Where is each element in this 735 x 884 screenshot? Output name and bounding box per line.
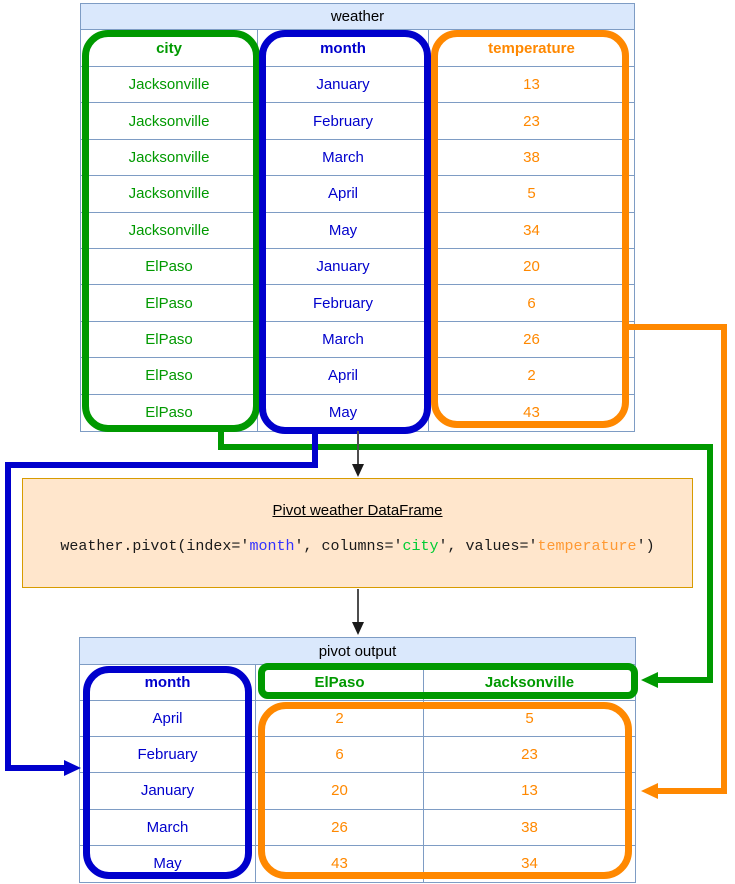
table-cell: 43 (256, 845, 424, 882)
table-cell: 20 (256, 773, 424, 810)
gray-output-arrowhead-icon (352, 622, 364, 635)
table-cell: 5 (429, 176, 634, 213)
pivot-output-table-title: pivot output (80, 638, 635, 665)
table-cell: 2 (429, 358, 634, 395)
table-cell: March (80, 809, 256, 846)
table-cell: March (258, 139, 429, 177)
table-cell: 34 (429, 212, 634, 249)
gray-input-arrowhead-icon (352, 464, 364, 477)
column-header-month: month (80, 665, 256, 701)
code-segment: temperature (537, 538, 637, 555)
column-header-elpaso: ElPaso (256, 665, 424, 701)
table-cell: Jacksonville (81, 139, 258, 177)
code-segment: ') (636, 538, 655, 555)
table-cell: 13 (429, 67, 634, 104)
code-segment: month (249, 538, 295, 555)
table-cell: Jacksonville (81, 176, 258, 213)
table-cell: January (258, 248, 429, 286)
orange-arrowhead-icon (641, 783, 658, 799)
table-cell: 20 (429, 248, 634, 286)
table-cell: April (258, 176, 429, 213)
table-cell: 43 (429, 394, 634, 431)
column-header-temperature: temperature (429, 30, 634, 67)
pivot-code-title: Pivot weather DataFrame (272, 502, 443, 519)
table-cell: 23 (429, 103, 634, 140)
table-cell: ElPaso (81, 321, 258, 359)
table-cell: 38 (424, 809, 635, 846)
table-cell: April (80, 701, 256, 738)
table-cell: 13 (424, 773, 635, 810)
table-cell: 5 (424, 701, 635, 738)
table-cell: January (80, 773, 256, 810)
weather-table-title: weather (81, 4, 634, 30)
table-cell: 2 (256, 701, 424, 738)
column-header-city: city (81, 30, 258, 67)
code-segment: weather.pivot(index=' (60, 538, 250, 555)
pivot-code: weather.pivot(index='month', columns='ci… (23, 538, 692, 555)
table-cell: May (80, 845, 256, 882)
table-cell: ElPaso (81, 285, 258, 322)
table-to-code-connector (352, 431, 364, 477)
table-cell: February (258, 285, 429, 322)
table-cell: 23 (424, 737, 635, 774)
table-cell: 34 (424, 845, 635, 882)
table-cell: 26 (256, 809, 424, 846)
column-header-jacksonville: Jacksonville (424, 665, 635, 701)
table-cell: 26 (429, 321, 634, 359)
code-segment: ', values=' (438, 538, 538, 555)
code-to-output-connector (352, 589, 364, 635)
table-cell: May (258, 394, 429, 431)
table-cell: ElPaso (81, 394, 258, 431)
green-arrowhead-icon (641, 672, 658, 688)
table-cell: April (258, 358, 429, 395)
table-cell: March (258, 321, 429, 359)
table-cell: Jacksonville (81, 212, 258, 249)
table-cell: Jacksonville (81, 103, 258, 140)
pivot-code-box: Pivot weather DataFrame weather.pivot(in… (22, 478, 693, 588)
table-cell: 6 (256, 737, 424, 774)
code-segment: ', columns=' (294, 538, 403, 555)
table-cell: January (258, 67, 429, 104)
column-header-month: month (258, 30, 429, 67)
code-segment: city (402, 538, 439, 555)
table-cell: 38 (429, 139, 634, 177)
table-cell: May (258, 212, 429, 249)
table-cell: 6 (429, 285, 634, 322)
table-cell: ElPaso (81, 358, 258, 395)
table-cell: ElPaso (81, 248, 258, 286)
table-cell: Jacksonville (81, 67, 258, 104)
table-cell: February (80, 737, 256, 774)
table-cell: February (258, 103, 429, 140)
